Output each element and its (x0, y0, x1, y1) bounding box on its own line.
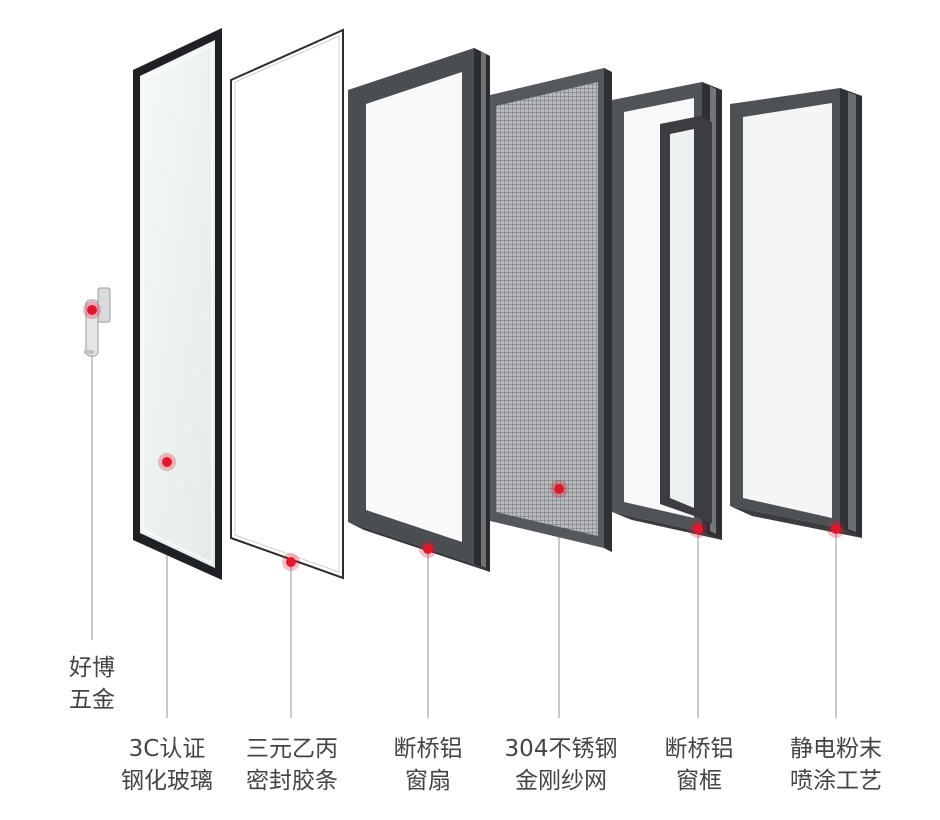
label-screen: 304不锈钢 金刚纱网 (505, 733, 618, 797)
label-screen-line1: 304不锈钢 (504, 736, 618, 762)
glass-pane-icon (133, 28, 222, 580)
label-frame-line2: 窗框 (676, 768, 722, 794)
label-glass: 3C认证 钢化玻璃 (121, 733, 213, 797)
marker-seal (286, 557, 296, 567)
screen-mesh-icon (486, 68, 612, 552)
label-hardware: 好博 五金 (69, 652, 115, 716)
marker-sash (423, 544, 433, 554)
handle-icon (84, 287, 111, 357)
seal-strip-icon (230, 28, 344, 580)
label-sash-line1: 断桥铝 (393, 736, 463, 762)
outer-frame-icon (730, 88, 862, 538)
label-seal-line2: 密封胶条 (246, 768, 338, 794)
label-frame: 断桥铝 窗框 (665, 733, 734, 797)
label-hardware-line1: 好博 (69, 655, 115, 681)
label-hardware-line2: 五金 (69, 687, 115, 713)
window-sash-icon (348, 48, 490, 572)
label-sash-line2: 窗扇 (405, 768, 451, 794)
window-frame-icon (612, 82, 722, 540)
label-glass-line1: 3C认证 (128, 736, 206, 762)
label-seal: 三元乙丙 密封胶条 (246, 733, 338, 797)
marker-coating (831, 524, 841, 534)
label-seal-line1: 三元乙丙 (246, 736, 338, 762)
label-glass-line2: 钢化玻璃 (121, 768, 213, 794)
label-coating: 静电粉末 喷涂工艺 (790, 733, 882, 797)
markers (83, 301, 845, 571)
label-coating-line1: 静电粉末 (790, 736, 882, 762)
label-frame-line1: 断桥铝 (664, 736, 734, 762)
label-sash: 断桥铝 窗扇 (394, 733, 463, 797)
marker-hardware (87, 305, 97, 315)
marker-frame (693, 524, 703, 534)
label-coating-line2: 喷涂工艺 (790, 768, 882, 794)
marker-glass (162, 457, 172, 467)
marker-screen (554, 484, 564, 494)
label-screen-line2: 金刚纱网 (515, 768, 607, 794)
